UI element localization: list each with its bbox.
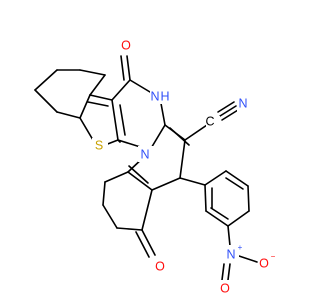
nitrile-nitrogen: N <box>238 96 247 110</box>
nitro-nitrogen: N <box>226 247 235 261</box>
nitro-oxygen-anion: O <box>259 256 269 270</box>
thiophene-sulfur: S <box>95 138 103 152</box>
nitrile-carbon: C <box>205 114 214 128</box>
ketone-oxygen: O <box>155 259 165 273</box>
carbonyl-oxygen-top: O <box>121 38 131 52</box>
bond-layer <box>34 55 258 281</box>
atom-label-layer: O N H C N S N O N + O − O <box>92 36 276 296</box>
nitro-oxygen-charge: − <box>271 252 276 261</box>
ring-nitrogen: N <box>140 147 149 161</box>
nitro-nitrogen-charge: + <box>238 243 243 252</box>
amide-hydrogen: H <box>160 89 169 103</box>
amide-nitrogen: N <box>150 89 159 103</box>
nitro-oxygen-double: O <box>220 281 230 295</box>
molecule-structure: O N H C N S N O N + O − O <box>34 36 276 296</box>
